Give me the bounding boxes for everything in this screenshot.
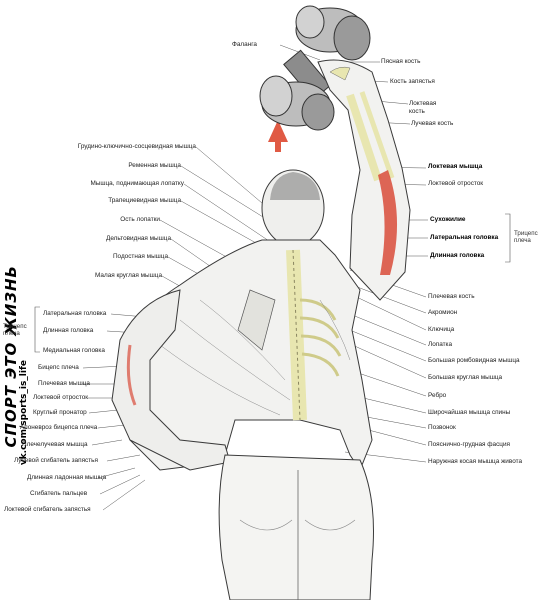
ribs-highlight [299, 298, 342, 377]
label-left-5: Дельтовидная мышца [106, 235, 171, 242]
label-left-lower-9: Локтевой сгибатель запястья [4, 506, 91, 513]
label-right-lower-6: Ребро [428, 392, 447, 399]
hand-bones [329, 66, 351, 81]
label-left-lower-3: Круглый пронатор [33, 409, 87, 416]
spine-highlight [286, 249, 307, 421]
label-left-lower-4: Апоневроз бицепса плеча [20, 424, 98, 431]
label-ulna: Локтевая кость [409, 100, 437, 115]
label-left-lower-5: Плечелучевая мышца [22, 441, 88, 448]
left-arm [111, 289, 231, 471]
label-right-lower-2: Ключица [428, 326, 455, 333]
triceps-left-head-2: Медиальная головка [43, 347, 105, 354]
forearm-bone [346, 93, 382, 182]
raised-arm [317, 59, 411, 301]
label-right-lower-4: Большая ромбовидная мышца [428, 357, 520, 364]
triceps-right-head-1: Латеральная головка [430, 234, 499, 241]
forearm-bone-2 [359, 91, 395, 179]
label-left-lower-8: Сгибатель пальцев [30, 490, 88, 497]
label-left-1: Ременная мышца [128, 162, 181, 169]
label-metacarpal: Пясная кость [381, 58, 421, 65]
label-left-lower-1: Плечевая мышца [38, 380, 90, 387]
label-left-7: Малая круглая мышца [95, 272, 162, 279]
triceps-left-head-1: Длинная головка [43, 327, 94, 334]
up-arrow-icon [268, 120, 288, 152]
triceps-right-head-0: Сухожилие [430, 216, 466, 223]
dumbbell-lower [259, 75, 335, 131]
label-right-lower-5: Большая круглая мышца [428, 374, 503, 381]
label-right-lower-7: Широчайшая мышца спины [428, 409, 511, 416]
head [261, 169, 325, 247]
label-carpal: Кость запястья [390, 78, 435, 85]
torso [121, 239, 373, 472]
label-left-6: Подостная мышца [112, 253, 168, 260]
label-left-4: Ость лопатки [120, 216, 160, 223]
label-phalanx: Фаланга [232, 41, 257, 48]
label-anconeus: Локтевая мышца [428, 163, 483, 170]
triceps-left-group: Трицепс плеча [3, 323, 27, 337]
label-radius: Лучевая кость [411, 120, 454, 127]
lower-body [218, 454, 374, 601]
scapula [237, 289, 276, 351]
watermark-url: vk.com/sports_is_life [19, 360, 29, 466]
group-brackets [34, 213, 511, 353]
label-left-0: Грудино-ключично-сосцевидная мышца [77, 143, 196, 150]
label-left-lower-6: Лучевой сгибатель запястья [14, 457, 98, 464]
left-triceps-highlight [126, 344, 137, 406]
triceps-highlight [378, 170, 398, 275]
label-left-lower-7: Длинная ладонная мышца [27, 474, 107, 481]
triceps-left-head-0: Латеральная головка [43, 310, 107, 317]
triceps-right-head-2: Длинная головка [430, 252, 485, 259]
label-right-lower-1: Акромион [428, 309, 458, 316]
label-right-lower-10: Наружная косая мышца живота [428, 458, 523, 465]
label-left-3: Трапециевидная мышца [108, 197, 181, 204]
dumbbell-upper [295, 5, 371, 61]
label-right-lower-8: Позвонок [428, 424, 456, 431]
watermark-slogan: СПОРТ ЭТО ЖИЗНЬ [2, 265, 20, 448]
label-left-2: Мышца, поднимающая лопатку [90, 180, 184, 187]
label-right-lower-0: Плечевая кость [428, 293, 475, 300]
label-right-lower-3: Лопатка [428, 341, 453, 348]
label-left-lower-0: Бицепс плеча [38, 364, 79, 371]
triceps-right-group: Трицепс плеча [514, 230, 538, 244]
label-left-lower-2: Локтевой отросток [33, 394, 89, 401]
label-olecranon-right: Локтевой отросток [428, 180, 484, 187]
label-right-lower-9: Пояснично-грудная фасция [428, 441, 510, 448]
